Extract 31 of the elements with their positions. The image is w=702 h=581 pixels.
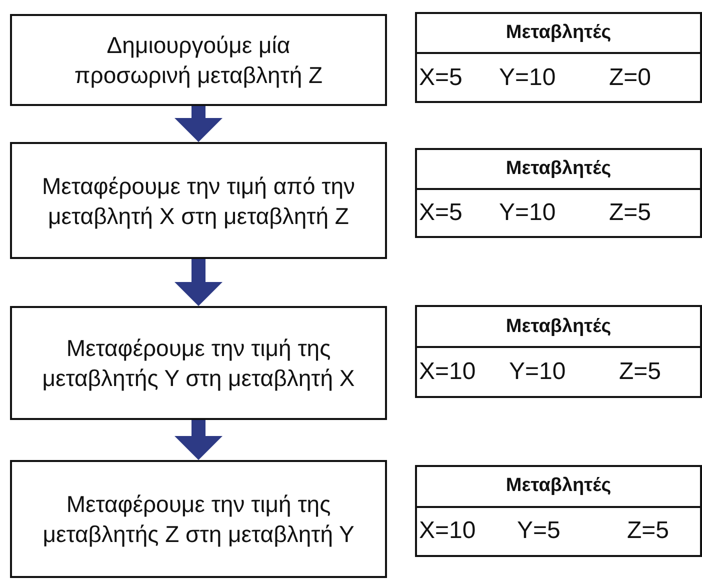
variable-value: Y=10 — [509, 358, 567, 386]
process-box — [10, 306, 387, 420]
variable-value: X=5 — [419, 198, 464, 227]
table-heading: Μεταβλητές — [506, 475, 612, 498]
variables-table — [415, 465, 702, 557]
process-box — [10, 460, 387, 578]
arrow — [174, 420, 222, 460]
variables-table — [415, 12, 702, 103]
table-heading: Μεταβλητές — [506, 158, 612, 180]
variable-value: X=10 — [419, 358, 477, 386]
process-box — [10, 142, 387, 259]
variable-value: Z=5 — [627, 517, 670, 546]
arrow — [174, 106, 222, 142]
step-text: Μεταφέρουμε την τιμή της μεταβλητής Ζ στη μεταβλητή Υ — [42, 490, 356, 549]
variable-value: X=10 — [419, 517, 477, 546]
process-box — [10, 14, 387, 106]
variable-value: Z=5 — [609, 198, 652, 227]
variables-table — [415, 305, 702, 398]
step-text: Μεταφέρουμε την τιμή της μεταβλητής Υ στη μεταβλητή Χ — [41, 334, 356, 393]
variable-value: Y=10 — [499, 198, 557, 227]
arrow — [174, 259, 222, 306]
variable-value: Y=5 — [517, 517, 562, 546]
variable-value: Z=5 — [619, 358, 662, 386]
table-heading: Μεταβλητές — [506, 316, 612, 338]
step-text: Δημιουργούμε μία προσωρινή μεταβλητή Ζ — [73, 31, 324, 90]
table-heading: Μεταβλητές — [506, 22, 612, 44]
variables-table — [415, 148, 702, 238]
variable-value: X=5 — [419, 64, 464, 92]
variable-value: Y=10 — [499, 64, 557, 92]
variable-value: Z=0 — [609, 64, 652, 92]
step-text: Μεταφέρουμε την τιμή από την μεταβλητή Χ στη μεταβλητή Ζ — [40, 172, 356, 230]
